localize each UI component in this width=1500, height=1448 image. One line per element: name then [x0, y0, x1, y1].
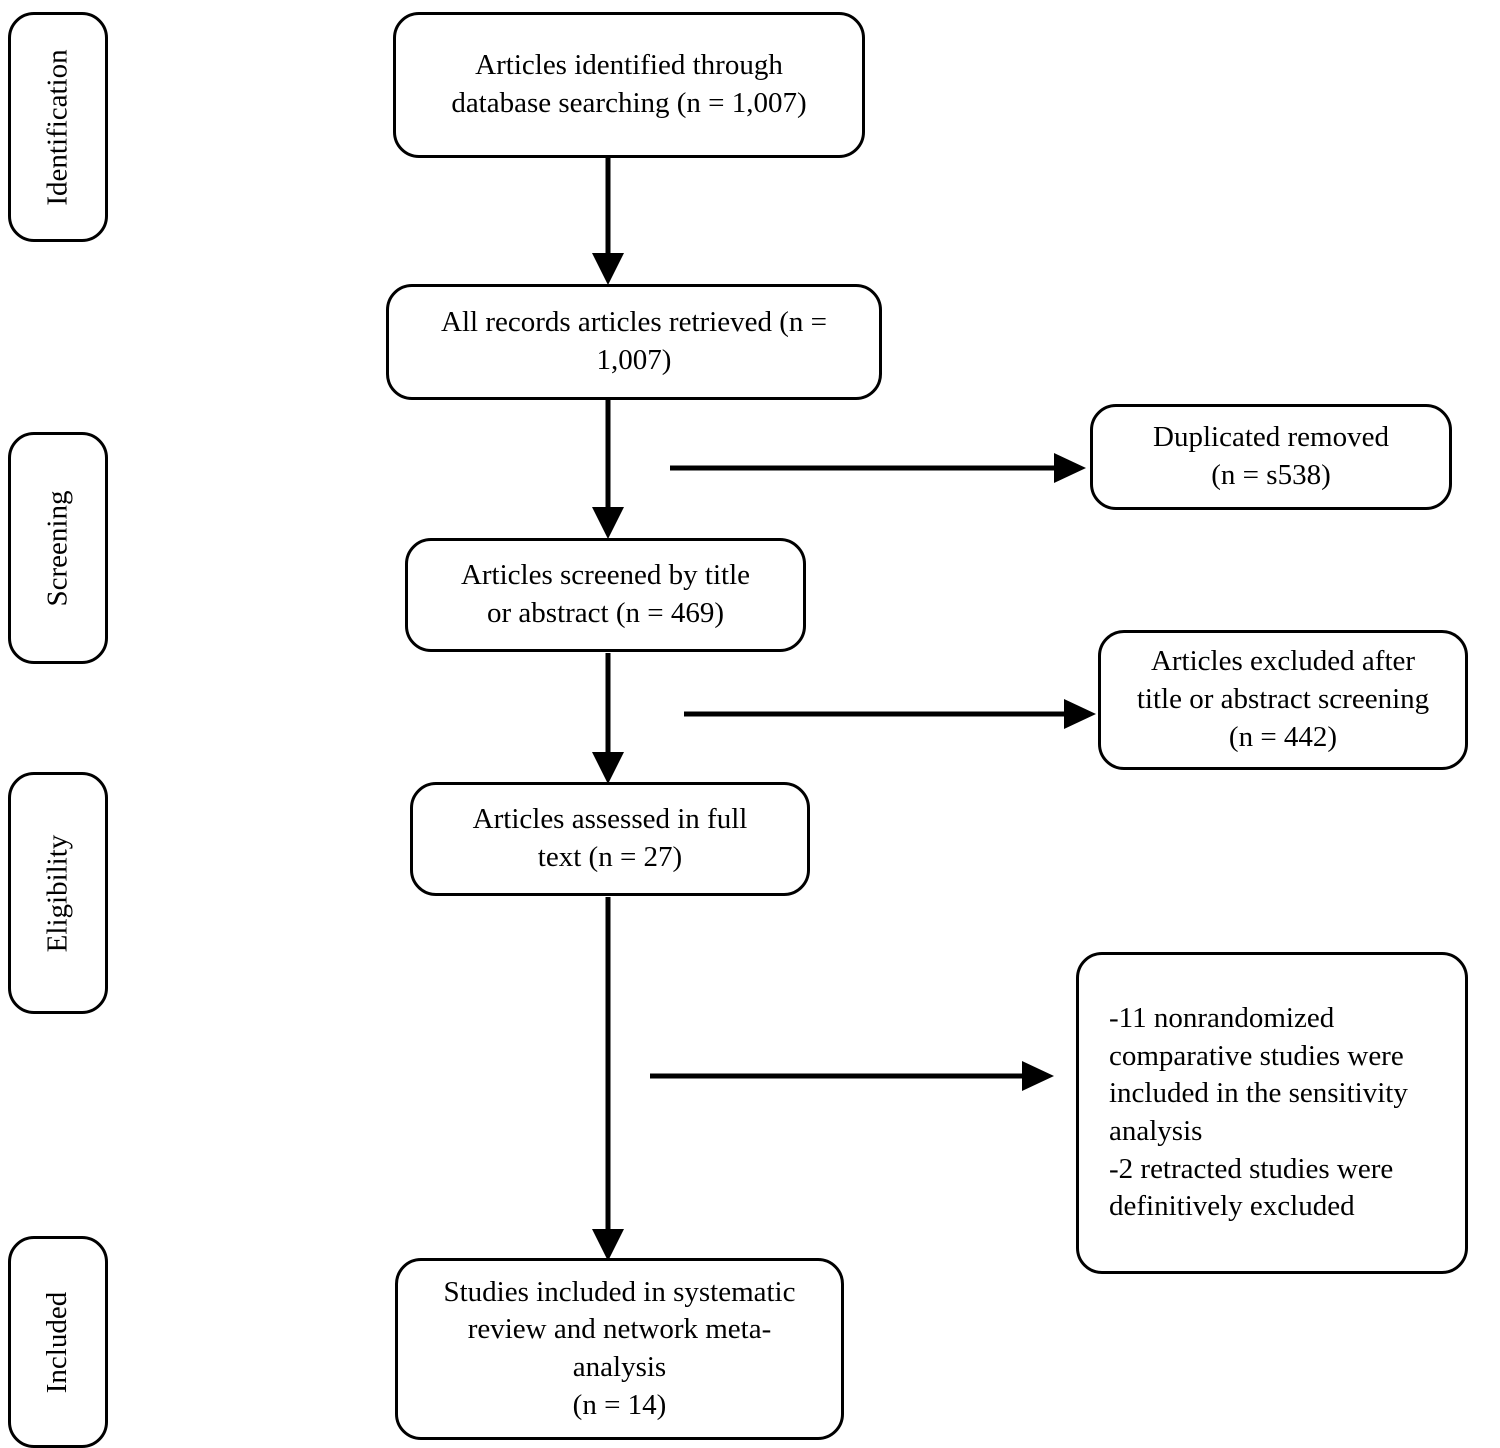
connector-retrieved-to-screened: [592, 399, 624, 539]
node-articles-identified-text: Articles identified through database sea…: [451, 49, 807, 119]
node-excluded-full-text-text: -11 nonrandomized comparative studies we…: [1109, 1001, 1408, 1223]
node-excluded-full-text: -11 nonrandomized comparative studies we…: [1076, 952, 1468, 1274]
connector-identified-to-retrieved: [592, 157, 624, 285]
node-records-retrieved-text: All records articles retrieved (n = 1,00…: [441, 306, 827, 376]
stage-label-identification: Identification: [8, 12, 108, 242]
node-studies-included: Studies included in systematic review an…: [395, 1258, 844, 1440]
stage-label-included: Included: [8, 1236, 108, 1448]
node-duplicates-removed: Duplicated removed (n = s538): [1090, 404, 1452, 510]
node-articles-screened-text: Articles screened by title or abstract (…: [460, 559, 751, 629]
node-articles-fulltext-text: Articles assessed in full text (n = 27): [472, 803, 748, 873]
node-excluded-after-screening-text: Articles excluded after title or abstrac…: [1136, 645, 1430, 753]
stage-label-identification-text: Identification: [41, 48, 74, 206]
node-duplicates-removed-text: Duplicated removed (n = s538): [1153, 421, 1389, 491]
node-studies-included-text: Studies included in systematic review an…: [443, 1275, 796, 1421]
node-excluded-after-screening: Articles excluded after title or abstrac…: [1098, 630, 1468, 770]
node-articles-screened: Articles screened by title or abstract (…: [405, 538, 806, 652]
node-articles-fulltext: Articles assessed in full text (n = 27): [410, 782, 810, 896]
stage-label-included-text: Included: [41, 1291, 74, 1393]
connector-retrieved-to-duplicates: [670, 453, 1086, 483]
stage-label-screening: Screening: [8, 432, 108, 664]
connector-screened-to-excluded-screening: [684, 699, 1096, 729]
stage-label-eligibility: Eligibility: [8, 772, 108, 1014]
stage-label-screening-text: Screening: [41, 490, 74, 606]
connector-fulltext-to-included: [592, 897, 624, 1261]
node-articles-identified: Articles identified through database sea…: [393, 12, 865, 158]
node-records-retrieved: All records articles retrieved (n = 1,00…: [386, 284, 882, 400]
connector-screened-to-fulltext: [592, 653, 624, 784]
stage-label-eligibility-text: Eligibility: [41, 834, 74, 952]
connector-fulltext-to-excluded-fulltext: [650, 1061, 1054, 1091]
